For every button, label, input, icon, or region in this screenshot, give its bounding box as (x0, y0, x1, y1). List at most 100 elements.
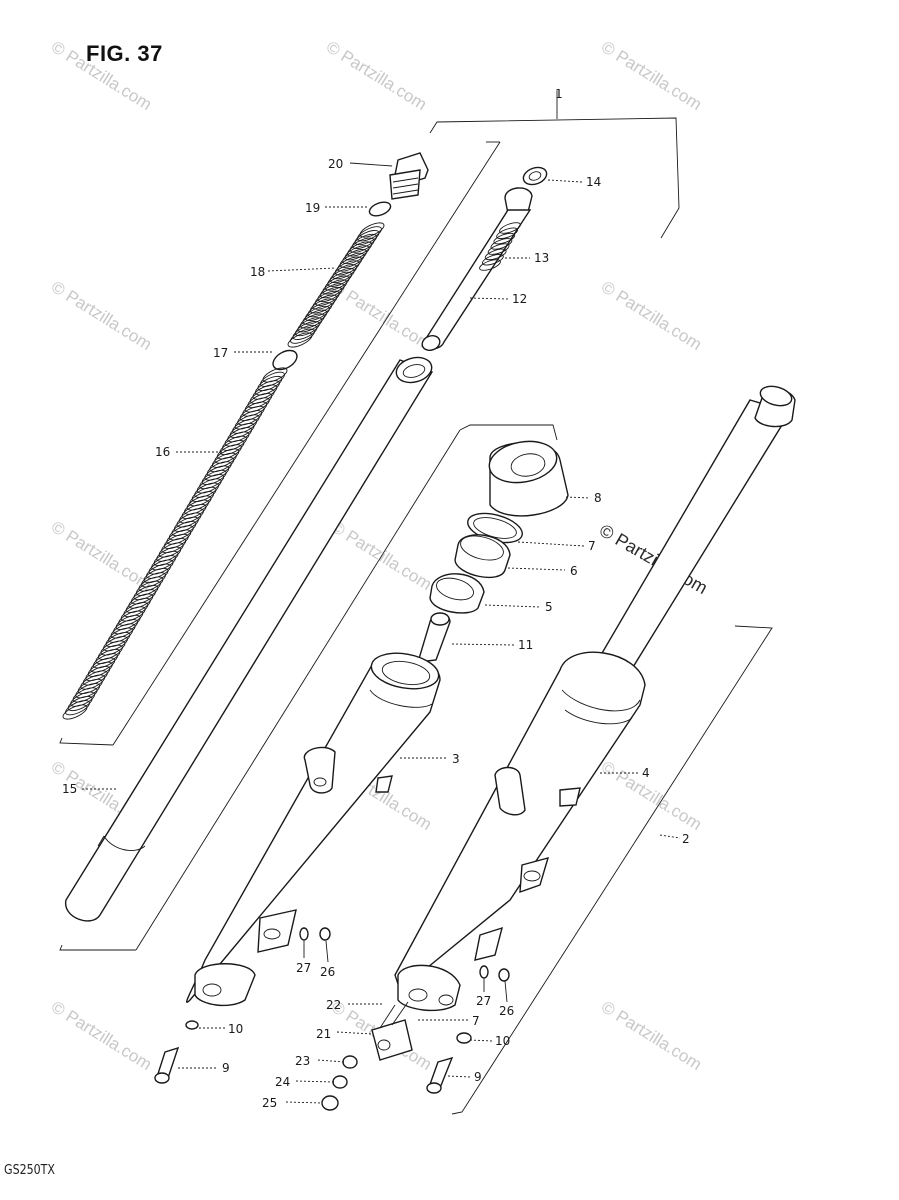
spring-group-bracket (59, 141, 501, 746)
spring-coil (105, 631, 131, 648)
spring-coil (110, 623, 136, 639)
callout-21: 21 (316, 1027, 331, 1041)
spring-coil (229, 422, 255, 439)
callout-3: 3 (452, 752, 460, 766)
watermark: © Partzilla.com (48, 277, 155, 354)
spring-coil (196, 478, 222, 494)
spring-coil (77, 678, 103, 694)
spring-coil (67, 695, 93, 712)
spring-coil (493, 232, 516, 245)
spring-coil (125, 597, 151, 613)
callout-26: 26 (499, 1004, 514, 1018)
piston-ring (522, 166, 548, 186)
spring-coil (191, 486, 217, 502)
fork-cap-bolt (389, 152, 429, 200)
o-ring (368, 201, 392, 217)
callout-11: 11 (518, 638, 533, 652)
spring-coil (204, 465, 230, 481)
callout-27: 27 (296, 961, 311, 975)
callout-18: 18 (250, 265, 265, 279)
spring-coil (133, 585, 159, 601)
spring-seat (272, 349, 298, 371)
spring-coil (123, 602, 149, 618)
gasket-right (456, 1032, 472, 1044)
callout-22: 22 (326, 998, 341, 1012)
spring-coil (189, 491, 215, 507)
spring-coil (239, 405, 265, 421)
spring-coil (181, 503, 207, 520)
spring-coil (222, 435, 247, 451)
spring-coil (237, 410, 263, 426)
spring-coil (141, 572, 166, 588)
oil-lock-piece (417, 612, 451, 663)
spring-coil (143, 567, 169, 584)
callout-2: 2 (682, 832, 690, 846)
spring-coil (262, 367, 288, 383)
callout-14: 14 (586, 175, 601, 189)
callout-6: 6 (570, 564, 578, 578)
spring-coil (120, 606, 146, 622)
spring-coil (287, 332, 313, 348)
watermark: © Partzilla.com (598, 277, 705, 354)
oil-seal-washer (454, 534, 511, 579)
spring-coil (232, 418, 258, 434)
spring-coil (65, 700, 90, 716)
spring-coil (92, 653, 118, 669)
callout-8: 8 (594, 491, 602, 505)
callout-15: 15 (62, 782, 77, 796)
spring-coil (244, 397, 270, 413)
spring-coil (482, 253, 504, 266)
watermark: © Partzilla.com (323, 37, 430, 114)
watermark: © Partzilla.com (598, 37, 705, 114)
spring-coil (75, 683, 101, 699)
stud-washer (332, 1075, 348, 1089)
spring-coil (499, 222, 521, 234)
spring-coil (115, 614, 141, 630)
callout-27: 27 (476, 994, 491, 1008)
spring-coil (72, 687, 98, 703)
spring-coil (219, 439, 245, 456)
watermark: © Partzilla.com (48, 517, 155, 594)
nut-26-left (319, 927, 331, 941)
callout-9: 9 (222, 1061, 230, 1075)
spring-coil (211, 452, 237, 468)
spring-coil (257, 375, 283, 392)
callout-16: 16 (155, 445, 170, 459)
spring-coil (70, 691, 96, 707)
watermark: © Partzilla.com (48, 37, 155, 114)
watermark: © Partzilla.com (48, 997, 155, 1074)
watermark: © Partzilla.com (328, 277, 435, 354)
leader-lines (82, 162, 681, 1104)
spring-coil (138, 576, 164, 592)
damper-rod (421, 187, 533, 351)
spring-coil (158, 542, 184, 558)
spring-coil (108, 627, 134, 643)
spring-coil (224, 431, 250, 447)
watermark-layer: © Partzilla.com © Partzilla.com © Partzi… (48, 37, 711, 1074)
spring-coil (113, 619, 139, 635)
spring-coil (254, 380, 280, 396)
fork-spring-lower (62, 367, 288, 720)
callout-12: 12 (512, 292, 527, 306)
spring-coil (85, 666, 111, 682)
rebound-spring (479, 222, 521, 271)
spring-coil (168, 525, 194, 541)
callout-10: 10 (495, 1034, 510, 1048)
spring-coil (103, 636, 128, 652)
spring-coil (163, 533, 189, 549)
spring-coil (252, 384, 278, 400)
spring-coil (186, 495, 212, 511)
callout-7: 7 (588, 539, 596, 553)
axle-holder (371, 1001, 413, 1061)
spring-coil (184, 499, 209, 515)
stud-nut (321, 1095, 339, 1111)
spring-coil (148, 559, 174, 575)
watermark: © Partzilla.com (598, 997, 705, 1074)
outer-tube-left (186, 652, 441, 1007)
callout-19: 19 (305, 201, 320, 215)
spring-coil (80, 674, 106, 690)
outer-tube-bracket (59, 424, 558, 951)
callout-labels: 1 2 3 4 5 6 7 7 8 9 9 10 10 11 12 13 14 … (62, 87, 690, 1110)
